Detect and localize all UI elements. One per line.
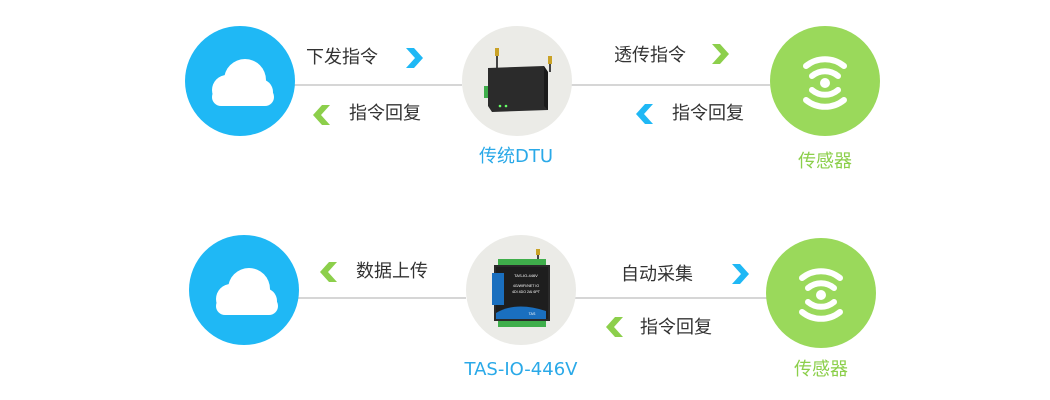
caption-dtu: 传统DTU	[478, 146, 554, 167]
connector-line-row2-right	[574, 297, 770, 299]
sensor-signal-icon	[799, 268, 843, 322]
svg-text:TAS: TAS	[529, 312, 536, 316]
svg-text:4DI 4DO 2AI 6PT: 4DI 4DO 2AI 6PT	[512, 290, 541, 294]
label-passthrough-command: 透传指令	[614, 45, 686, 66]
caption-sensor-row2: 传感器	[794, 359, 848, 380]
dtu-device-icon	[484, 48, 552, 112]
label-data-upload: 数据上传	[356, 261, 428, 282]
connector-line-row2-left	[296, 297, 466, 299]
caption-sensor-row1: 传感器	[798, 151, 852, 172]
cloud-icon	[216, 268, 278, 315]
caption-io-module: TAS-IO-446V	[464, 359, 578, 380]
chevron-left-icon	[604, 315, 628, 339]
sensor-node-row1	[770, 26, 880, 136]
io-module-icon: TAS-IO-446V 4G/WIFI/NET IO 4DI 4DO 2AI 6…	[492, 249, 550, 327]
label-command-reply-left: 指令回复	[349, 103, 421, 124]
label-auto-collect: 自动采集	[621, 264, 693, 285]
label-send-command: 下发指令	[306, 47, 378, 68]
sensor-signal-icon	[803, 56, 847, 110]
chevron-left-icon	[311, 103, 335, 127]
chevron-right-icon	[707, 42, 731, 66]
chevron-left-icon	[634, 102, 658, 126]
cloud-node-row2	[189, 235, 299, 345]
sensor-node-row2	[766, 238, 876, 348]
connector-line-row1-left	[292, 84, 462, 86]
label-command-reply-row2: 指令回复	[640, 317, 712, 338]
chevron-left-icon	[318, 260, 342, 284]
cloud-node-row1	[185, 26, 295, 136]
device-node-io-module: TAS-IO-446V 4G/WIFI/NET IO 4DI 4DO 2AI 6…	[466, 235, 576, 345]
chevron-right-icon	[727, 262, 751, 286]
svg-text:TAS-IO-446V: TAS-IO-446V	[514, 273, 538, 278]
label-command-reply-right: 指令回复	[672, 103, 744, 124]
device-node-dtu	[462, 26, 572, 136]
connector-line-row1-right	[570, 84, 770, 86]
svg-text:4G/WIFI/NET IO: 4G/WIFI/NET IO	[513, 284, 539, 288]
chevron-right-icon	[401, 46, 425, 70]
cloud-icon	[212, 59, 274, 106]
